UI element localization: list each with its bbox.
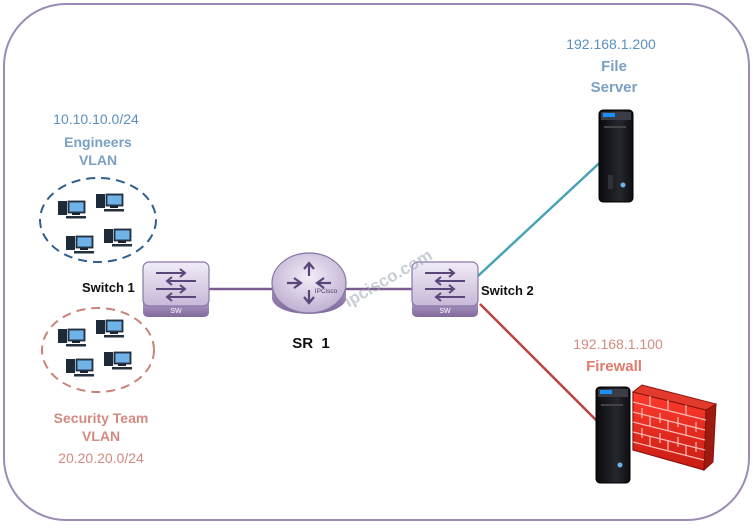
switch-2-label: Switch 2 — [481, 283, 534, 298]
firewall-ip: 192.168.1.100 — [573, 336, 663, 352]
engineers-vlan-circle — [39, 177, 157, 263]
switch-2-badge: SW — [439, 308, 451, 315]
router-arrows-icon — [287, 261, 331, 305]
file-server[interactable] — [598, 109, 634, 203]
switch-2-arrows-icon — [425, 268, 465, 302]
link-switch2-firewall — [479, 303, 607, 431]
file-server-name-line2: Server — [591, 79, 638, 96]
brick-wall-icon — [631, 384, 718, 472]
security-vlan-group — [41, 307, 155, 393]
engineers-vlan-group — [39, 177, 157, 263]
security-vlan-circle — [41, 307, 155, 393]
link-switch2-fileserver — [477, 154, 609, 277]
switch-1-label: Switch 1 — [82, 280, 135, 295]
router-label: SR 1 — [292, 335, 330, 352]
diagram-frame — [3, 3, 750, 521]
router-sr1[interactable]: IPCisco — [271, 252, 347, 314]
security-subnet: 20.20.20.0/24 — [58, 450, 144, 466]
engineers-name-line2: VLAN — [79, 152, 117, 168]
switch-1[interactable]: SW — [142, 261, 210, 317]
firewall[interactable] — [595, 384, 718, 484]
switch-1-badge: SW — [170, 308, 182, 315]
switch-1-arrows-icon — [156, 268, 196, 302]
engineers-subnet: 10.10.10.0/24 — [53, 111, 139, 127]
switch-2[interactable]: SW — [411, 261, 479, 317]
firewall-name: Firewall — [586, 358, 642, 375]
router-badge: IPCisco — [315, 288, 338, 295]
security-name-line2: VLAN — [82, 428, 120, 444]
engineers-name-line1: Engineers — [64, 134, 132, 150]
security-name-line1: Security Team — [54, 410, 149, 426]
file-server-name-line1: File — [601, 58, 627, 75]
file-server-ip: 192.168.1.200 — [566, 36, 656, 52]
